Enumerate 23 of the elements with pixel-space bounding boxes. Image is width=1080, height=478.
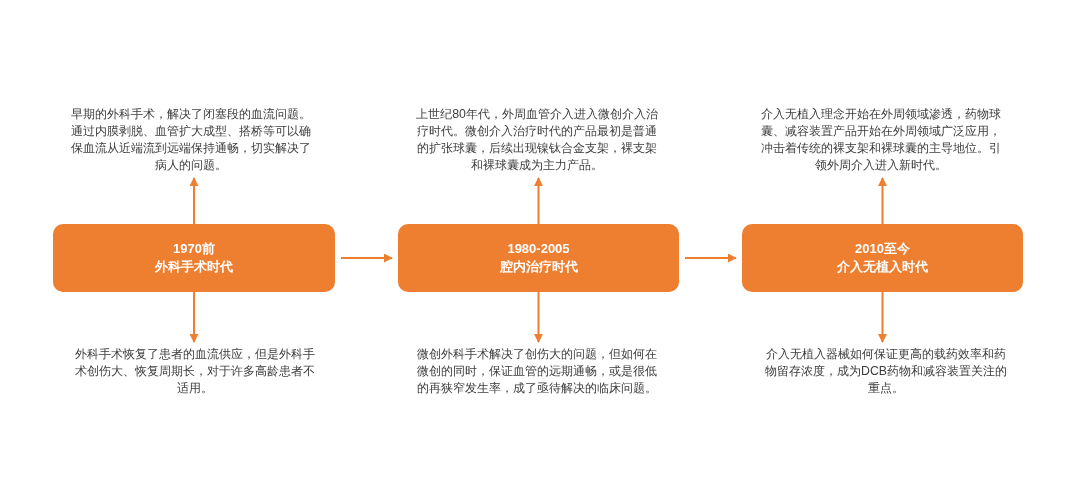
- arrow: [189, 291, 199, 343]
- arrow: [878, 291, 887, 343]
- arrow: [684, 253, 737, 263]
- timeline-box: [53, 224, 335, 292]
- description-text: 早期的外科手术，解决了闭塞段的血流问题。通过内膜剥脱、血管扩大成型、搭桥等可以确保血流从近端流到远端保持通畅，切实解决了病人的问题。: [69, 106, 313, 174]
- description-text: 介入无植入器械如何保证更高的载药效率和药物留存浓度，成为DCB药物和减容装置关注的重点。: [764, 346, 1008, 397]
- description-text: 微创外科手术解决了创伤大的问题，但如何在微创的同时，保证血管的远期通畅，或是很低的再狭窄发生率，成了亟待解决的临床问题。: [415, 346, 659, 397]
- arrow: [878, 177, 887, 225]
- year-label: 1980-2005: [507, 240, 570, 258]
- arrow: [340, 253, 393, 263]
- arrow: [534, 291, 543, 343]
- timeline-box: [742, 224, 1023, 292]
- timeline-box: [398, 224, 679, 292]
- era-label: 介入无植入时代: [837, 258, 928, 276]
- arrow: [534, 177, 543, 225]
- arrow: [189, 177, 199, 225]
- description-text: 上世纪80年代，外周血管介入进入微创介入治疗时代。微创介入治疗时代的产品最初是普通的扩张球囊，后续出现镍钛合金支架，裸支架和裸球囊成为主力产品。: [415, 106, 659, 174]
- year-label: 1970前: [173, 240, 215, 258]
- era-label: 外科手术时代: [155, 258, 233, 276]
- year-label: 2010至今: [855, 240, 910, 258]
- era-label: 腔内治疗时代: [499, 258, 578, 276]
- description-text: 外科手术恢复了患者的血流供应，但是外科手术创伤大、恢复周期长，对于许多高龄患者不适用。: [73, 346, 317, 397]
- description-text: 介入无植入理念开始在外周领域渗透，药物球囊、减容装置产品开始在外周领域广泛应用，冲击着传统的裸支架和裸球囊的主导地位。引领外周介入进入新时代。: [759, 106, 1003, 174]
